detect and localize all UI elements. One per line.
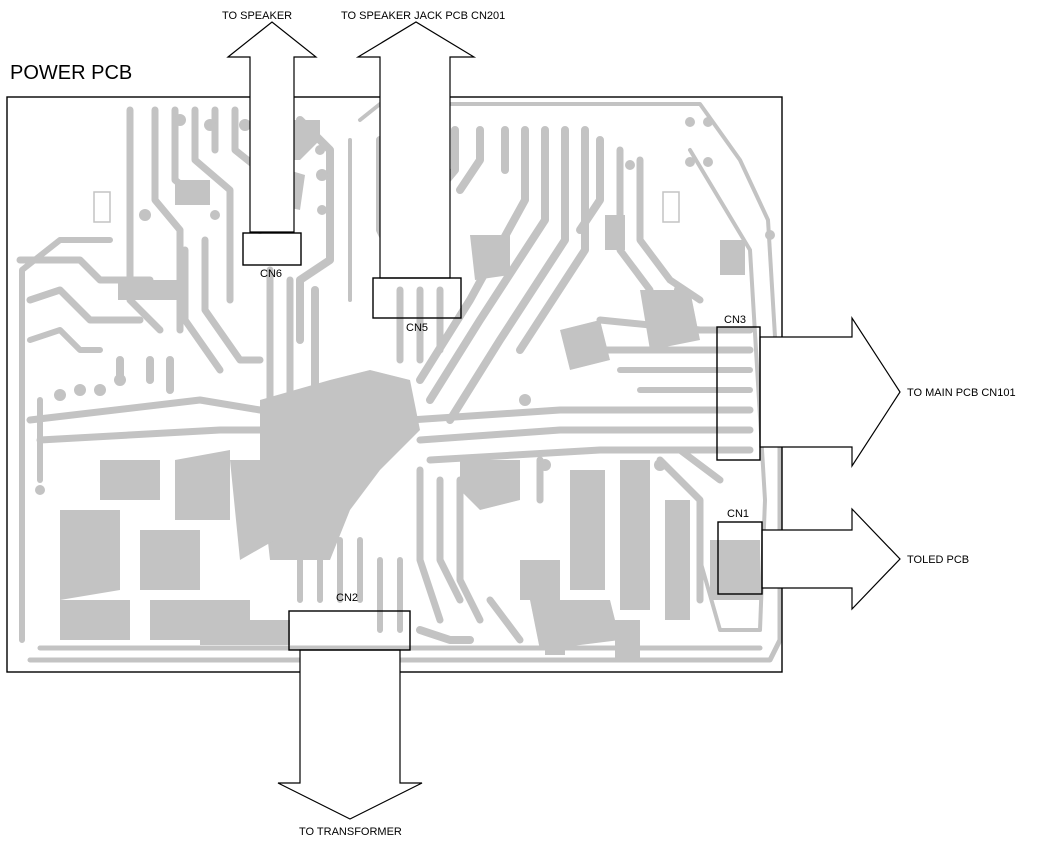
toled-label: TOLED PCB	[907, 554, 969, 566]
cn1-box	[717, 521, 763, 595]
cn5-label: CN5	[406, 322, 428, 334]
cn1-toled-connection	[717, 507, 901, 611]
cn2-transformer-connection	[277, 610, 423, 820]
cn5-speaker-jack-connection	[355, 21, 477, 319]
cn3-box	[716, 326, 761, 461]
cn3-label: CN3	[724, 314, 746, 326]
cn2-box	[288, 610, 411, 651]
transformer-arrow	[277, 649, 423, 820]
transformer-label: TO TRANSFORMER	[299, 826, 402, 838]
speaker-jack-arrow	[355, 21, 477, 279]
cn1-label: CN1	[727, 508, 749, 520]
cn6-box	[242, 232, 302, 266]
cn2-label: CN2	[336, 592, 358, 604]
cn3-main-pcb-connection	[716, 315, 901, 469]
cn6-speaker-connection	[226, 21, 318, 266]
main-pcb-arrow	[759, 315, 901, 469]
speaker-jack-label: TO SPEAKER JACK PCB CN201	[341, 10, 505, 22]
cn6-label: CN6	[260, 268, 282, 280]
cn5-box	[372, 277, 462, 319]
speaker-label: TO SPEAKER	[222, 10, 292, 22]
toled-arrow	[761, 507, 901, 611]
page-title: POWER PCB	[10, 62, 132, 84]
speaker-arrow	[226, 21, 318, 233]
main-pcb-label: TO MAIN PCB CN101	[907, 387, 1016, 399]
